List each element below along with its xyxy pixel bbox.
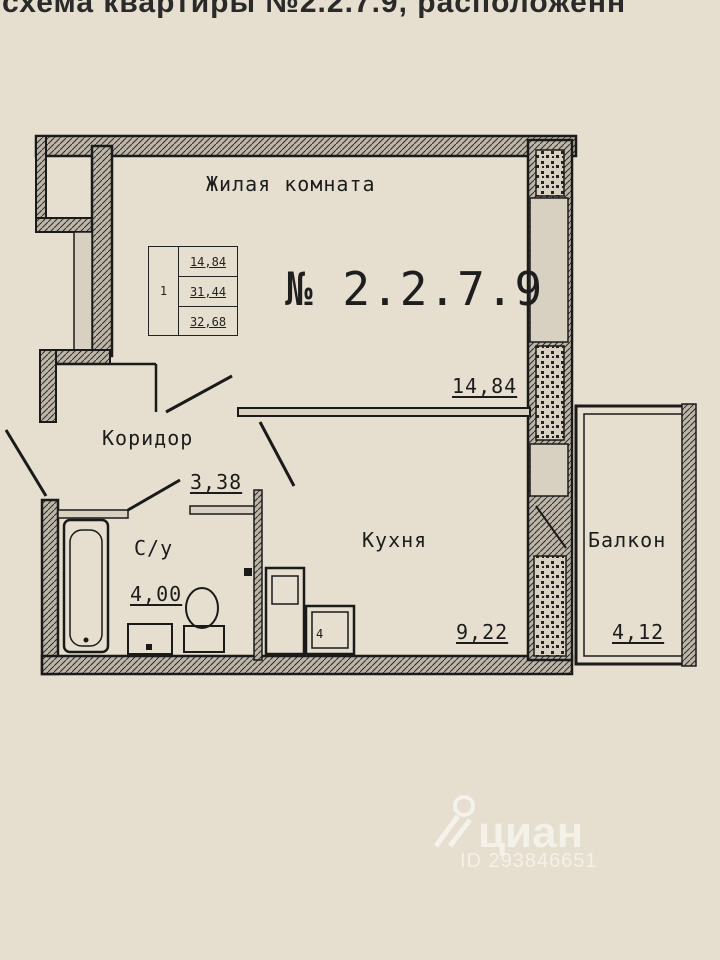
watermark-id: ID 293846651: [460, 850, 598, 872]
interior-walls: [4, 362, 567, 661]
balcony-outline: [574, 403, 697, 667]
room-name-bathroom: С/у: [134, 536, 174, 560]
area-summary-stamp: 1 14,84 31,44 32,68: [148, 246, 238, 336]
room-area-balcony: 4,12: [612, 620, 665, 644]
fixtures: 4: [62, 518, 356, 656]
room-name-corridor: Коридор: [102, 426, 194, 450]
room-name-balcony: Балкон: [588, 528, 667, 552]
outer-walls: [34, 134, 578, 676]
room-area-kitchen: 9,22: [456, 620, 509, 644]
room-area-corridor: 3,38: [190, 470, 243, 494]
plan-header: схема квартиры №2.2.7.9, расположенн: [0, 0, 720, 26]
plan-header-text: схема квартиры №2.2.7.9, расположенн: [2, 0, 627, 19]
location-pin-icon: [433, 795, 475, 848]
room-area-living: 14,84: [452, 374, 518, 398]
room-name-kitchen: Кухня: [362, 528, 428, 552]
cian-watermark: циан ID 293846651: [430, 790, 680, 880]
room-name-living: Жилая комната: [206, 172, 376, 196]
watermark-brand: циан: [478, 808, 584, 857]
apartment-number: № 2.2.7.9: [285, 262, 544, 316]
summary-living-area: 14,84: [179, 247, 237, 277]
room-area-bathroom: 4,00: [130, 582, 183, 606]
summary-total-area: 31,44: [179, 277, 237, 307]
rooms-count: 1: [149, 247, 179, 335]
svg-text:4: 4: [316, 627, 323, 641]
summary-total-with-balcony: 32,68: [189, 315, 227, 329]
